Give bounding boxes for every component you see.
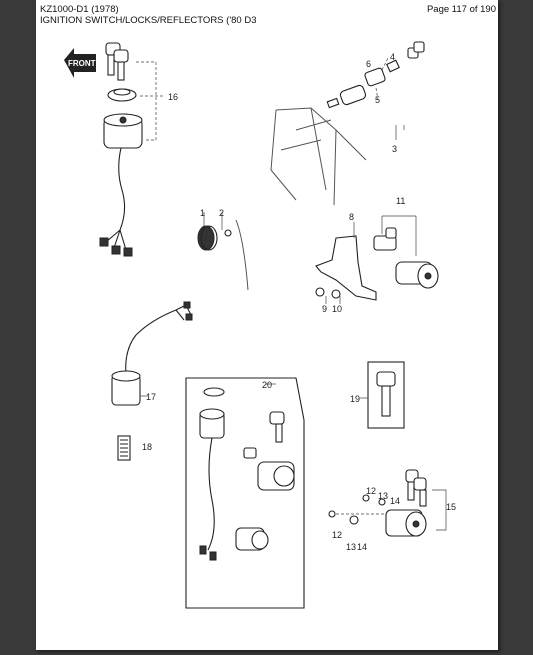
callout-19: 19: [350, 394, 360, 404]
callout-6: 6: [366, 59, 371, 69]
lock-set-box: [185, 377, 305, 609]
callout-13-lower: 13: [346, 542, 356, 552]
callout-20: 20: [262, 380, 272, 390]
reflector-assembly: [197, 212, 249, 291]
helmet-lock-assembly: [315, 215, 439, 304]
callout-16: 16: [168, 92, 178, 102]
fuel-cap-lock-assembly: [328, 469, 447, 537]
callout-4: 4: [390, 52, 395, 62]
section-title: IGNITION SWITCH/LOCKS/REFLECTORS ('80 D3: [40, 15, 257, 26]
model-title: KZ1000-D1 (1978): [40, 4, 119, 15]
callout-14-upper: 14: [390, 496, 400, 506]
callout-17: 17: [146, 392, 156, 402]
document-page: KZ1000-D1 (1978) IGNITION SWITCH/LOCKS/R…: [36, 0, 498, 650]
callout-10: 10: [332, 304, 342, 314]
callout-13-upper: 13: [378, 491, 388, 501]
callout-14-lower: 14: [357, 542, 367, 552]
frame-outline: [270, 107, 367, 206]
front-arrow-label: FRONT: [68, 59, 96, 68]
callout-3: 3: [392, 144, 397, 154]
parts-diagram: FRONT: [64, 41, 456, 609]
front-arrow: FRONT: [64, 48, 96, 78]
callout-12-upper: 12: [366, 486, 376, 496]
seat-lock-parts: [326, 41, 425, 140]
callout-1: 1: [200, 208, 205, 218]
callout-2: 2: [219, 208, 224, 218]
callout-5: 5: [375, 95, 380, 105]
page-header: KZ1000-D1 (1978) IGNITION SWITCH/LOCKS/R…: [40, 4, 256, 26]
callout-18: 18: [142, 442, 152, 452]
callout-12-lower: 12: [332, 530, 342, 540]
callout-11: 11: [396, 196, 405, 206]
callout-9: 9: [322, 304, 327, 314]
alt-ignition-switch: [111, 301, 193, 461]
callout-8: 8: [349, 212, 354, 222]
ignition-switch-assembly: [99, 42, 164, 257]
callout-15: 15: [446, 502, 456, 512]
page-indicator: Page 117 of 190: [426, 4, 496, 15]
key-blank-box: [360, 361, 405, 429]
